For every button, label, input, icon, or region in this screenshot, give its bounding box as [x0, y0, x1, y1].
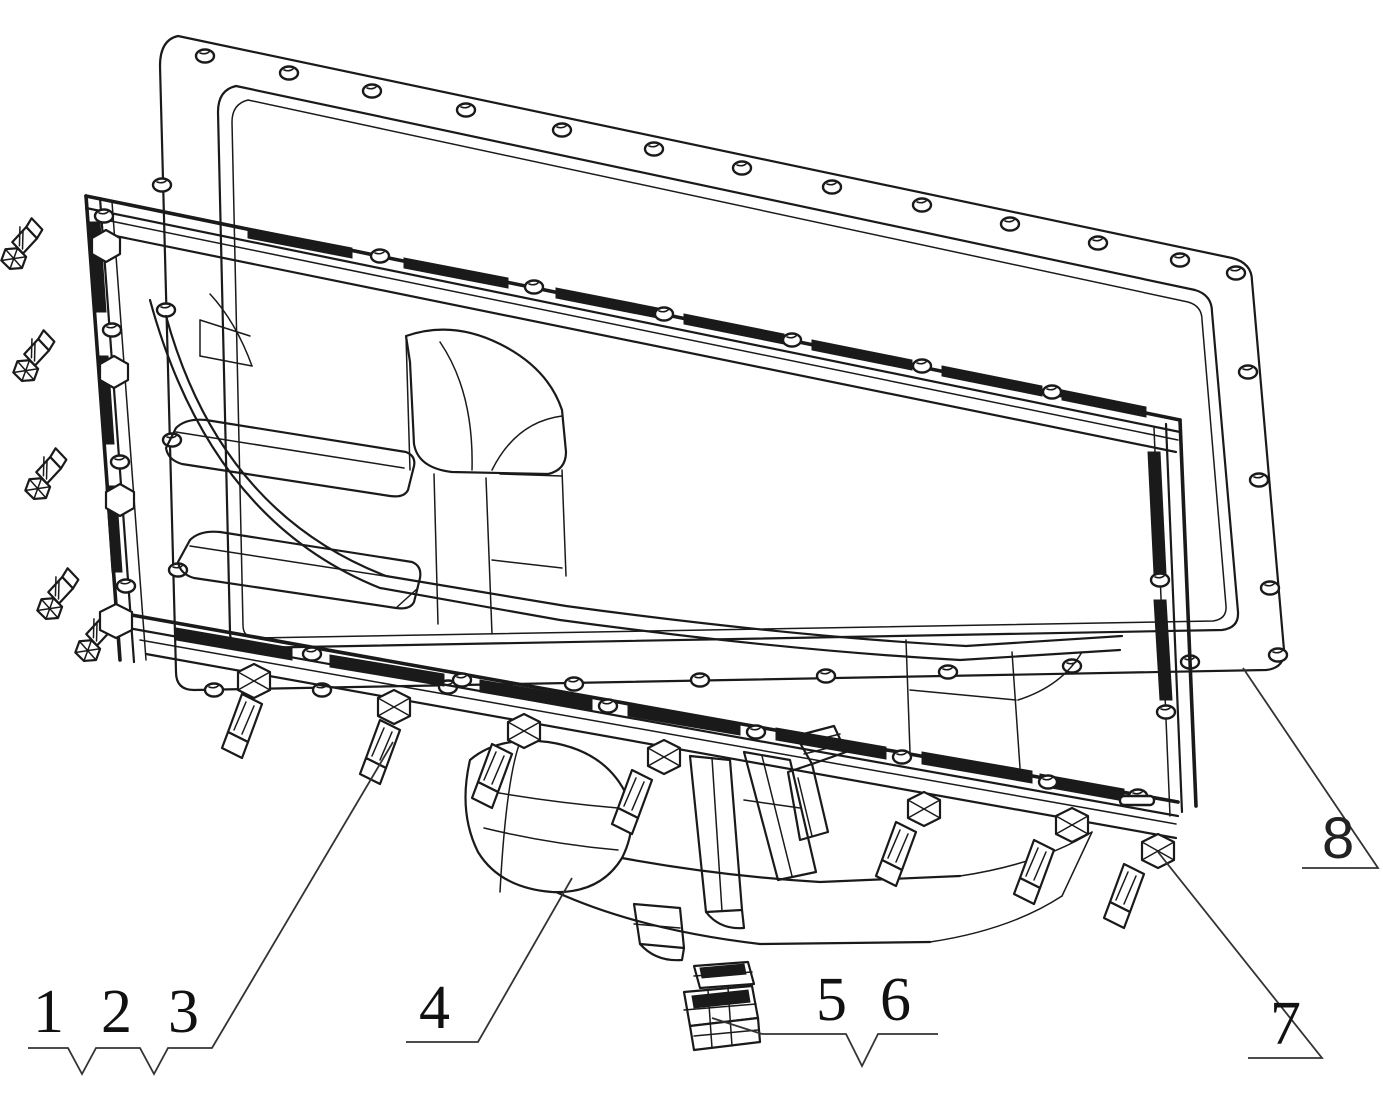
callout-label-2: 2: [101, 978, 132, 1046]
callout-label-1: 1: [33, 978, 64, 1046]
washer-left-2: [98, 354, 130, 390]
callout-123: 1 2 3: [28, 741, 394, 1076]
bolt-bottom-6: [1012, 806, 1090, 906]
corner-bolt-7: [1102, 832, 1176, 930]
callout-8: 8: [1242, 667, 1380, 871]
callout-label-5: 5: [816, 966, 847, 1034]
callout-7: 7: [1157, 851, 1324, 1059]
callout-label-7: 7: [1270, 990, 1301, 1058]
oil-pan-body: [84, 194, 1198, 962]
callout-label-6: 6: [880, 966, 911, 1034]
bolt-bottom-4: [610, 738, 682, 836]
bolt-bottom-2: [358, 688, 412, 786]
callout-label-3: 3: [168, 978, 199, 1046]
bolt-bottom-5: [874, 790, 942, 888]
callout-4: 4: [406, 877, 573, 1043]
drain-plug-assembly: [682, 960, 762, 1052]
fastener-set: [0, 212, 1176, 930]
bolt-bottom-3: [470, 712, 542, 810]
washer-left-1: [90, 228, 122, 264]
callout-label-8: 8: [1322, 806, 1354, 871]
washer-left-4: [98, 602, 134, 640]
oil-pan-gasket: [151, 34, 1289, 698]
callout-56: 5 6: [711, 966, 938, 1069]
callout-label-4: 4: [419, 974, 450, 1042]
washer-left-3: [104, 482, 136, 518]
bolt-bottom-1: [220, 662, 272, 760]
